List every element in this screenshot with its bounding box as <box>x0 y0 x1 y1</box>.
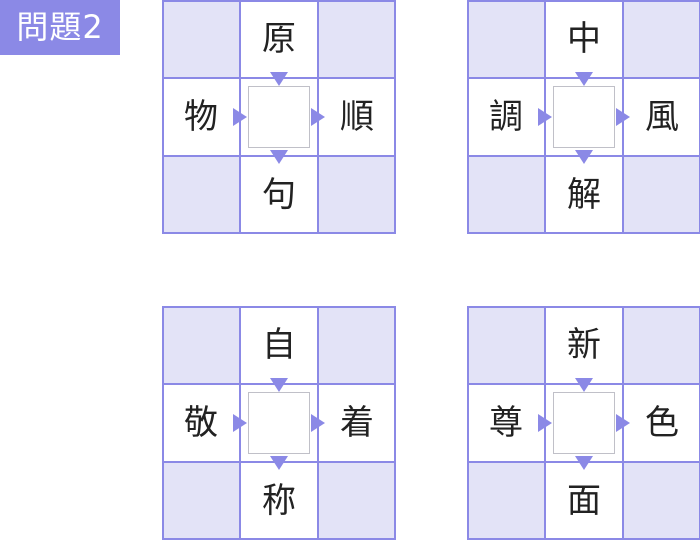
arrow-right-icon <box>538 108 552 126</box>
arrow-down-icon <box>575 150 593 164</box>
left-cell: 調 <box>467 78 545 156</box>
bottom-cell: 句 <box>240 156 318 234</box>
corner-cell <box>318 156 396 234</box>
answer-blank[interactable] <box>553 392 615 454</box>
arrow-down-icon <box>575 378 593 392</box>
arrow-right-icon <box>616 108 630 126</box>
arrow-down-icon <box>270 72 288 86</box>
corner-cell <box>467 306 545 384</box>
arrow-down-icon <box>575 72 593 86</box>
left-cell: 尊 <box>467 384 545 462</box>
kanji-puzzle-2: 中 調 風 解 <box>467 0 700 234</box>
arrow-right-icon <box>233 414 247 432</box>
arrow-right-icon <box>311 414 325 432</box>
arrow-right-icon <box>311 108 325 126</box>
answer-blank[interactable] <box>248 392 310 454</box>
corner-cell <box>467 462 545 540</box>
left-cell: 物 <box>162 78 240 156</box>
right-cell: 順 <box>318 78 396 156</box>
corner-cell <box>162 462 240 540</box>
kanji-puzzle-1: 原 物 順 句 <box>162 0 396 234</box>
arrow-right-icon <box>538 414 552 432</box>
corner-cell <box>467 0 545 78</box>
top-cell: 新 <box>545 306 623 384</box>
corner-cell <box>623 306 700 384</box>
arrow-down-icon <box>270 150 288 164</box>
bottom-cell: 解 <box>545 156 623 234</box>
right-cell: 風 <box>623 78 700 156</box>
answer-blank[interactable] <box>248 86 310 148</box>
top-cell: 原 <box>240 0 318 78</box>
corner-cell <box>623 462 700 540</box>
arrow-down-icon <box>575 456 593 470</box>
right-cell: 色 <box>623 384 700 462</box>
corner-cell <box>318 0 396 78</box>
kanji-puzzle-3: 自 敬 着 称 <box>162 306 396 540</box>
corner-cell <box>162 0 240 78</box>
problem-label: 問題2 <box>0 0 120 55</box>
corner-cell <box>623 156 700 234</box>
arrow-right-icon <box>233 108 247 126</box>
arrow-down-icon <box>270 378 288 392</box>
left-cell: 敬 <box>162 384 240 462</box>
bottom-cell: 称 <box>240 462 318 540</box>
right-cell: 着 <box>318 384 396 462</box>
arrow-right-icon <box>616 414 630 432</box>
answer-blank[interactable] <box>553 86 615 148</box>
top-cell: 自 <box>240 306 318 384</box>
corner-cell <box>318 306 396 384</box>
top-cell: 中 <box>545 0 623 78</box>
corner-cell <box>162 156 240 234</box>
corner-cell <box>467 156 545 234</box>
bottom-cell: 面 <box>545 462 623 540</box>
arrow-down-icon <box>270 456 288 470</box>
kanji-puzzle-4: 新 尊 色 面 <box>467 306 700 540</box>
corner-cell <box>318 462 396 540</box>
corner-cell <box>162 306 240 384</box>
corner-cell <box>623 0 700 78</box>
